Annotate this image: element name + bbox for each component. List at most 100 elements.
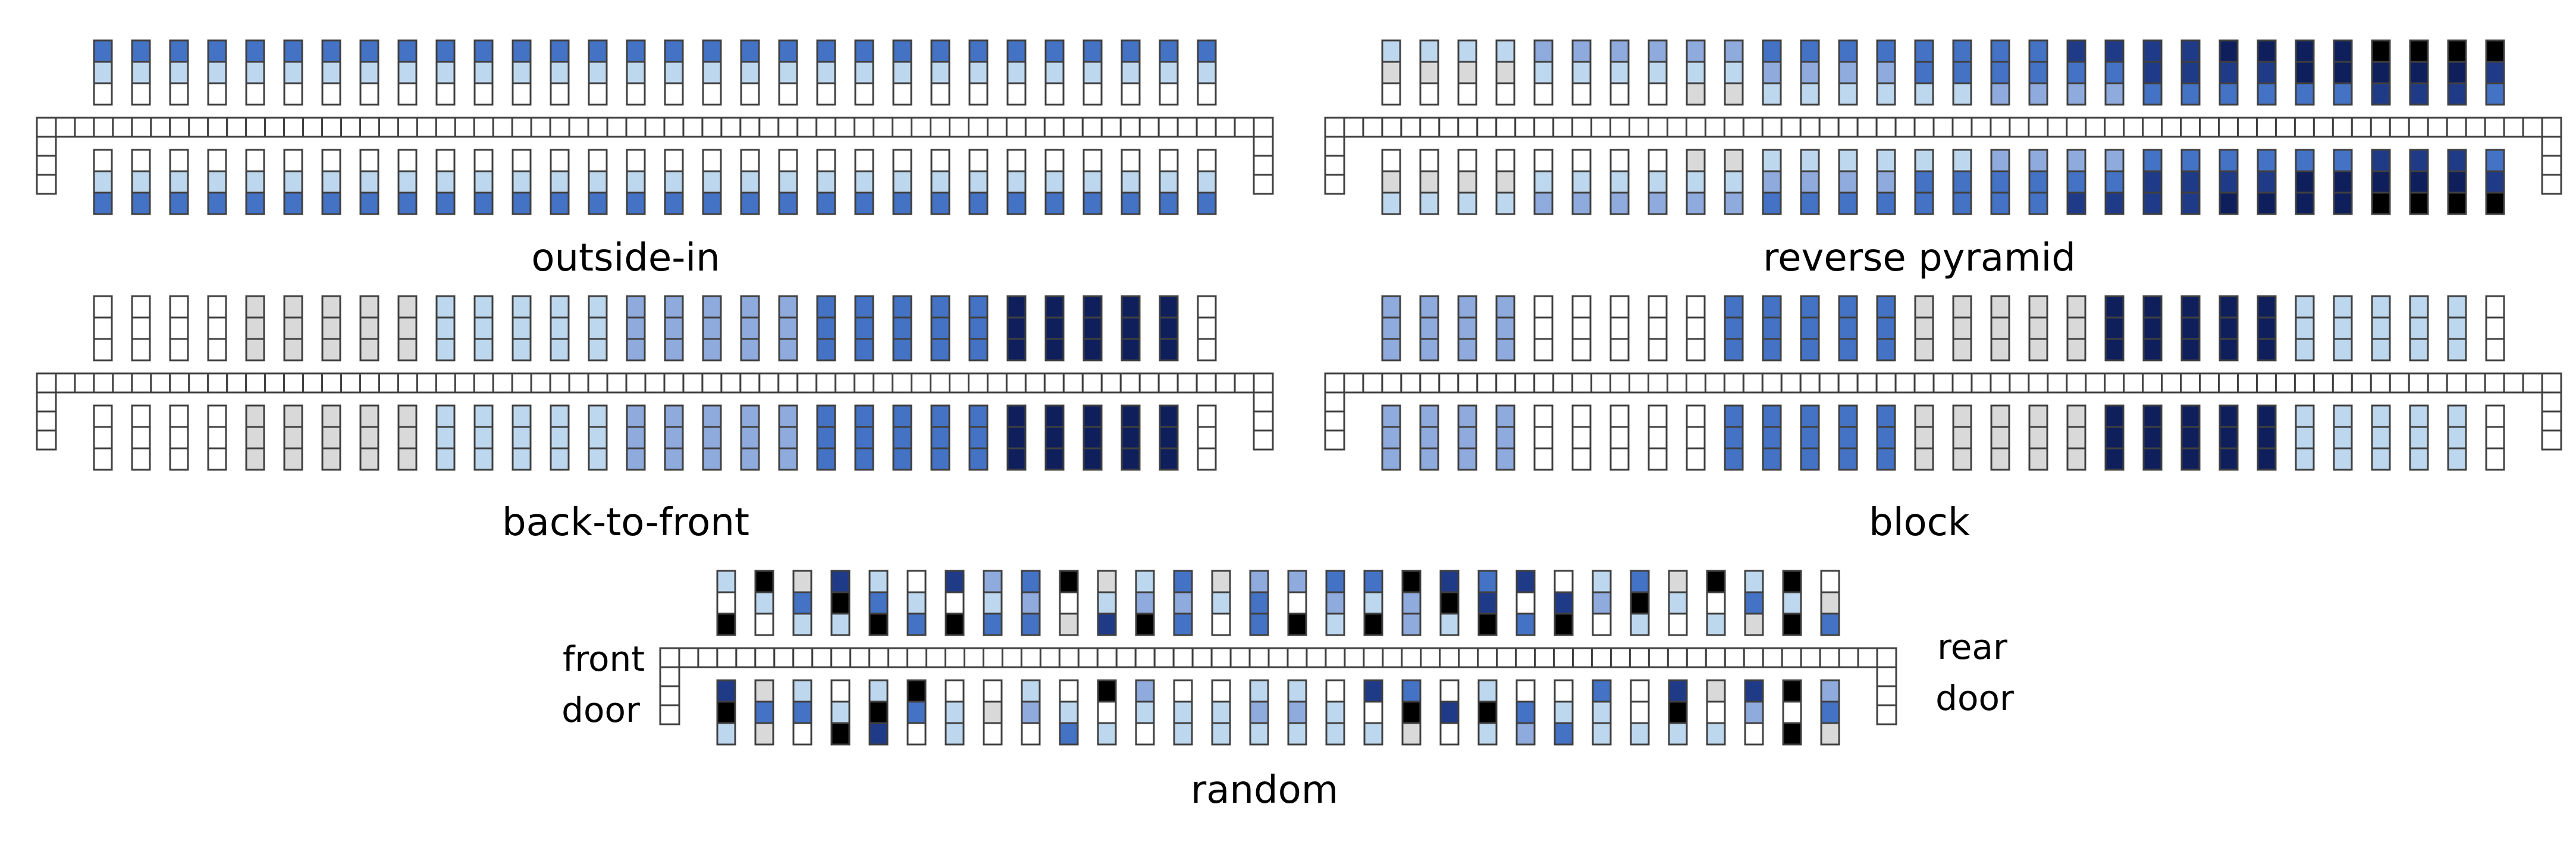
seat (1609, 61, 1630, 84)
seat (2447, 426, 2467, 450)
aisle-cell (1685, 372, 1706, 394)
aisle-cell (849, 647, 871, 668)
seat (1571, 338, 1592, 362)
aisle (36, 117, 1274, 138)
seat (1006, 316, 1027, 340)
seat (2409, 338, 2429, 362)
aisle-cell (1723, 372, 1744, 394)
seat (550, 316, 570, 340)
aisle-cell (1138, 117, 1160, 138)
seat (930, 447, 950, 471)
seat (1121, 61, 1141, 84)
seat (2295, 404, 2315, 428)
aisle-cell (739, 372, 761, 394)
seat (397, 426, 418, 450)
seat (740, 191, 760, 215)
seat (626, 295, 646, 319)
aisle-cell (1704, 117, 1725, 138)
seat (930, 82, 950, 106)
aisle-cell (1343, 372, 1364, 394)
door-cell (1324, 136, 1345, 157)
seat (1533, 338, 1554, 362)
seat (1097, 700, 1117, 724)
seat (778, 82, 798, 106)
aisle-cell (1724, 647, 1745, 668)
seat (473, 82, 494, 106)
seat (778, 404, 798, 428)
aisle-cell (1552, 372, 1574, 394)
aisle-cell (1534, 647, 1555, 668)
aisle-cell (811, 647, 833, 668)
seat (1800, 149, 1820, 172)
seat (1571, 447, 1592, 471)
seat (2485, 404, 2505, 428)
seat (550, 191, 570, 215)
aisle-cell (2161, 372, 2182, 394)
seat (131, 338, 151, 362)
seat (1952, 316, 1972, 340)
seat (1990, 61, 2010, 84)
aisle-cell (2199, 372, 2220, 394)
aisle-cell (1234, 117, 1255, 138)
seat (1782, 700, 1802, 724)
seat (131, 316, 151, 340)
aisle-cell (1951, 372, 1973, 394)
seat (1592, 591, 1612, 615)
seat (1668, 570, 1688, 593)
seat (2257, 170, 2277, 194)
seat (1457, 82, 1477, 106)
seat (1686, 82, 1706, 106)
seat (131, 39, 151, 63)
seat (1952, 82, 1972, 106)
aisle-cell (2484, 117, 2505, 138)
seat (245, 39, 265, 63)
seat (1173, 591, 1193, 615)
aisle-cell (986, 117, 1008, 138)
seat (1287, 612, 1307, 636)
seat (1952, 191, 1972, 215)
seat (1197, 316, 1217, 340)
seat (1287, 679, 1307, 703)
seat (1135, 570, 1155, 593)
aisle-cell (1667, 647, 1688, 668)
seat (1648, 39, 1668, 63)
seat (1762, 404, 1782, 428)
seat (473, 316, 494, 340)
seat (2409, 149, 2429, 172)
seat (2295, 61, 2315, 84)
seat (93, 82, 113, 106)
seat (1211, 700, 1231, 724)
seat (435, 404, 456, 428)
seat (1571, 61, 1592, 84)
seat (2180, 426, 2201, 450)
aisle-cell (1838, 647, 1859, 668)
seat (397, 170, 418, 194)
seat (169, 149, 189, 172)
seat (1419, 426, 1439, 450)
aisle-cell (1020, 647, 1041, 668)
seat (2104, 149, 2125, 172)
seat (1021, 700, 1041, 724)
seat (93, 447, 113, 471)
seat (1121, 447, 1141, 471)
seat (1648, 61, 1668, 84)
seat (906, 679, 927, 703)
seat (169, 338, 189, 362)
seat (1516, 570, 1536, 593)
seat (2104, 170, 2125, 194)
panel-label: outside-in (531, 236, 720, 280)
seat (1706, 570, 1726, 593)
seat (131, 295, 151, 319)
aisle-cell (1780, 117, 1802, 138)
seat (359, 82, 379, 106)
seat (1159, 61, 1179, 84)
seat (2295, 39, 2315, 63)
seat (1838, 338, 1858, 362)
seat (2295, 191, 2315, 215)
aisle (1324, 372, 2562, 394)
seat (740, 295, 760, 319)
seat (1021, 722, 1041, 746)
seat (1457, 338, 1477, 362)
seat (702, 39, 722, 63)
seat (1457, 404, 1477, 428)
